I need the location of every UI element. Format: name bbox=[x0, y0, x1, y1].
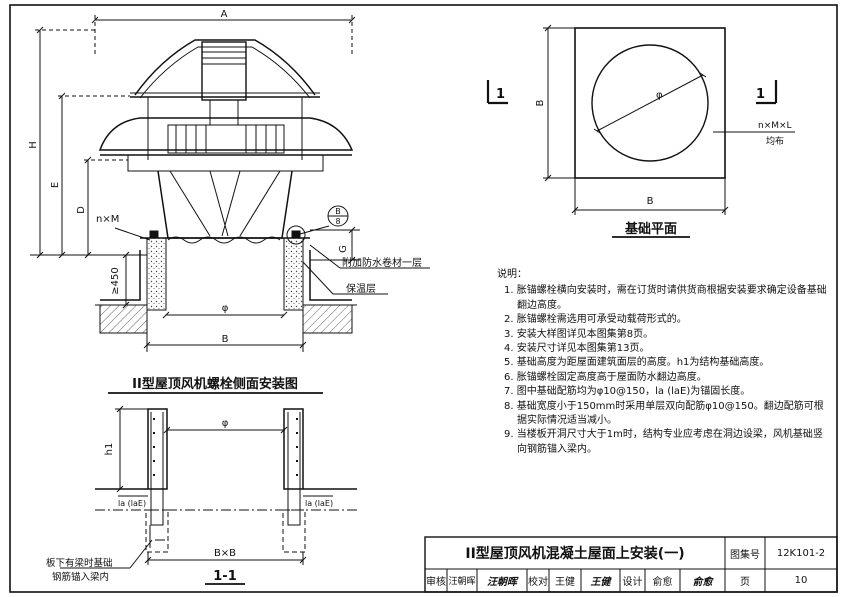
note-item: 4. 安装尺寸详见本图集第13页。 bbox=[504, 343, 650, 355]
check-label: 校对 bbox=[528, 577, 548, 588]
beam-note-line2: 钢筋锚入梁内 bbox=[52, 571, 109, 583]
plan-b-side-label: B bbox=[535, 99, 546, 106]
section-view-title: 1-1 bbox=[213, 569, 237, 584]
section-mark-left: 1 bbox=[496, 87, 505, 102]
review-name: 汪朝晖 bbox=[448, 577, 476, 587]
plan-view-labels: φ B B 1 1 n×M×L 均布 基础平面 bbox=[496, 87, 792, 237]
section-la-right: la (laE) bbox=[305, 499, 333, 508]
design-signature: 俞愈 bbox=[692, 577, 713, 588]
page-value: 10 bbox=[794, 575, 808, 586]
section-view-labels: φ h1 la (laE) la (laE) B×B 板下有梁时基础 钢筋锚入梁… bbox=[46, 418, 333, 584]
section-width-label: B×B bbox=[214, 548, 236, 559]
note-item: 2. 胀锚螺栓需选用可承受动载荷形式的。 bbox=[504, 314, 687, 326]
page-label: 页 bbox=[740, 577, 750, 588]
side-view-title: II型屋顶风机螺栓侧面安装图 bbox=[132, 376, 298, 392]
plan-dia-label: φ bbox=[656, 90, 663, 101]
dim-g-label: G bbox=[338, 245, 349, 253]
note-item: 3. 安装大样图详见本图集第8页。 bbox=[504, 328, 654, 340]
note-item: 8. 基础宽度小于150mm时采用单层双向配筋φ10@150。翻边配筋可根据实际… bbox=[504, 400, 824, 427]
atlas-value: 12K101-2 bbox=[776, 547, 826, 559]
waterproof-label: 附加防水卷材一层 bbox=[342, 256, 422, 269]
bolt-note-label: 均布 bbox=[766, 135, 784, 147]
design-name: 俞愈 bbox=[652, 577, 673, 588]
dim-e-label: E bbox=[50, 182, 61, 188]
notes-title: 说明： bbox=[497, 269, 527, 280]
section-mark-right: 1 bbox=[756, 87, 765, 102]
insulation-label: 保温层 bbox=[346, 282, 376, 295]
dia-label: φ bbox=[222, 303, 229, 314]
sheet-border bbox=[9, 4, 838, 593]
side-view-labels: A H E D G ≥450 φ B n×M B 8 附加防水卷材一层 保温层 … bbox=[28, 9, 422, 392]
plan-view-title: 基础平面 bbox=[624, 221, 677, 237]
section-la-left: la (laE) bbox=[118, 499, 146, 508]
note-item: 5. 基础高度为距屋面建筑面层的高度。h1为结构基础高度。 bbox=[504, 357, 770, 369]
plan-view bbox=[486, 24, 795, 238]
atlas-label: 图集号 bbox=[730, 549, 760, 561]
beam-note-line1: 板下有梁时基础 bbox=[46, 557, 113, 569]
review-signature: 汪朝晖 bbox=[487, 577, 517, 588]
note-item: 6. 胀锚螺栓固定高度高于屋面防水翻边高度。 bbox=[504, 371, 707, 383]
detail-ref-top: B bbox=[335, 207, 341, 216]
detail-ref-bottom: 8 bbox=[335, 217, 340, 226]
dim-d-label: D bbox=[76, 206, 87, 214]
dim-a-label: A bbox=[221, 9, 228, 20]
title-block-grid bbox=[424, 536, 838, 593]
side-view bbox=[30, 15, 430, 394]
bolt-label: n×M bbox=[96, 214, 119, 225]
design-label: 设计 bbox=[622, 577, 643, 588]
review-label: 审核 bbox=[426, 577, 446, 588]
plan-b-bottom-label: B bbox=[647, 196, 654, 207]
section-h1-label: h1 bbox=[104, 443, 115, 456]
note-item: 1. 胀锚螺栓横向安装时，需在订货时请供货商根据安装要求确定设备基础翻边高度。 bbox=[504, 285, 827, 311]
drawing-title: II型屋顶风机混凝土屋面上安装(一) bbox=[465, 546, 685, 562]
note-item: 9. 当楼板开洞尺寸大于1m时，结构专业应考虑在洞边设梁，风机基础竖向钢筋锚入梁… bbox=[504, 429, 823, 455]
section-view bbox=[60, 405, 357, 585]
dim-h-label: H bbox=[28, 141, 39, 149]
section-dia-label: φ bbox=[222, 418, 229, 429]
notes-block: 说明： 1. 胀锚螺栓横向安装时，需在订货时请供货商根据安装要求确定设备基础翻边… bbox=[497, 268, 827, 457]
note-item: 7. 图中基础配筋均为φ10@150，la (laE)为锚固长度。 bbox=[504, 386, 751, 398]
dim-b-label: B bbox=[222, 334, 229, 345]
check-signature: 王健 bbox=[590, 577, 611, 588]
dim-450-label: ≥450 bbox=[110, 267, 121, 294]
check-name: 王健 bbox=[555, 577, 575, 588]
title-block: II型屋顶风机混凝土屋面上安装(一) 图集号 12K101-2 审核 汪朝晖 汪… bbox=[425, 537, 837, 592]
bolt-spec-label: n×M×L bbox=[758, 121, 792, 131]
